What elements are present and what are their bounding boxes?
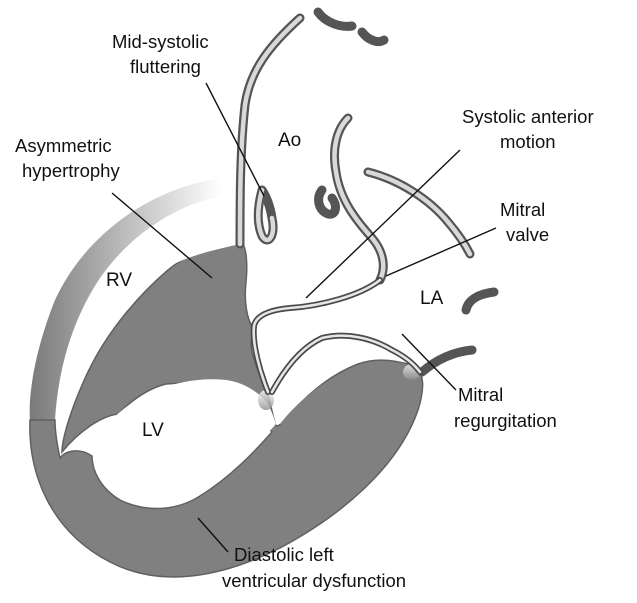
label-diastolic-line1: Diastolic left (234, 544, 334, 565)
label-mitral-valve-line1: Mitral (500, 199, 545, 220)
label-rv: RV (106, 270, 132, 291)
annotation-mitral-valve: Mitral valve (500, 199, 549, 245)
label-lv: LV (142, 420, 164, 441)
label-mid-systolic-line1: Mid-systolic (112, 31, 209, 52)
annotation-systolic-anterior: Systolic anterior motion (462, 106, 594, 152)
myocardium (30, 178, 423, 577)
label-mid-systolic-line2: fluttering (130, 56, 201, 77)
label-asymmetric-line2: hypertrophy (22, 160, 120, 181)
label-systolic-anterior-line2: motion (500, 131, 556, 152)
aortic-cusp-right (319, 190, 336, 214)
vessel-fragment-top (318, 12, 352, 26)
pulmonary-vein (466, 292, 494, 310)
label-la: LA (420, 288, 444, 309)
label-ao: Ao (278, 130, 301, 151)
label-mitral-valve-line2: valve (506, 224, 549, 245)
annotation-diastolic: Diastolic left ventricular dysfunction (222, 544, 406, 591)
annotation-mid-systolic: Mid-systolic fluttering (112, 31, 209, 77)
label-systolic-anterior-line1: Systolic anterior (462, 106, 594, 127)
label-mitral-regurgitation-line2: regurgitation (454, 410, 557, 431)
label-mitral-regurgitation-line1: Mitral (458, 384, 503, 405)
la-roof (368, 172, 470, 254)
annotation-asymmetric: Asymmetric hypertrophy (15, 135, 120, 181)
vessel-fragment-top-2 (362, 32, 384, 42)
leader-mid-systolic (206, 83, 264, 196)
vessels (240, 12, 494, 372)
annotation-mitral-regurgitation: Mitral regurgitation (454, 384, 557, 431)
label-diastolic-line2: ventricular dysfunction (222, 570, 406, 591)
la-posterior-wall (422, 350, 472, 372)
label-asymmetric-line1: Asymmetric (15, 135, 112, 156)
leader-mitral-valve (386, 228, 496, 276)
